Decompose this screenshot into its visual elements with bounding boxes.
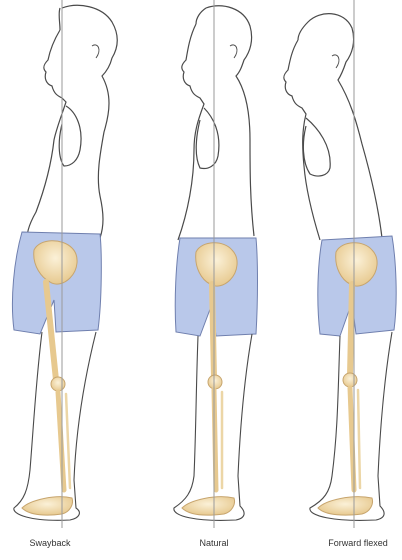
forward-flexed-knee — [343, 373, 357, 387]
swayback-fibula — [66, 394, 70, 488]
figure-swayback — [12, 0, 117, 528]
swayback-ear — [92, 45, 99, 58]
forward-flexed-arm — [303, 118, 330, 176]
forward-flexed-tibia — [350, 388, 354, 490]
forward-flexed-ear — [332, 55, 339, 68]
natural-knee — [208, 375, 222, 389]
forward-flexed-body-outline — [284, 14, 382, 240]
caption-natural: Natural — [199, 538, 228, 548]
swayback-body-outline — [27, 5, 117, 240]
swayback-foot — [22, 497, 73, 515]
caption-forward-flexed: Forward flexed — [328, 538, 388, 548]
caption-swayback: Swayback — [29, 538, 70, 548]
figure-forward-flexed — [284, 0, 396, 528]
forward-flexed-femur — [350, 284, 352, 376]
natural-foot — [182, 497, 235, 515]
forward-flexed-fibula — [358, 390, 360, 488]
natural-body-outline — [178, 6, 254, 240]
figure-natural — [174, 0, 258, 528]
swayback-knee — [51, 377, 65, 391]
natural-ear — [230, 45, 237, 58]
forward-flexed-foot — [318, 497, 373, 515]
swayback-tibia — [58, 392, 64, 490]
